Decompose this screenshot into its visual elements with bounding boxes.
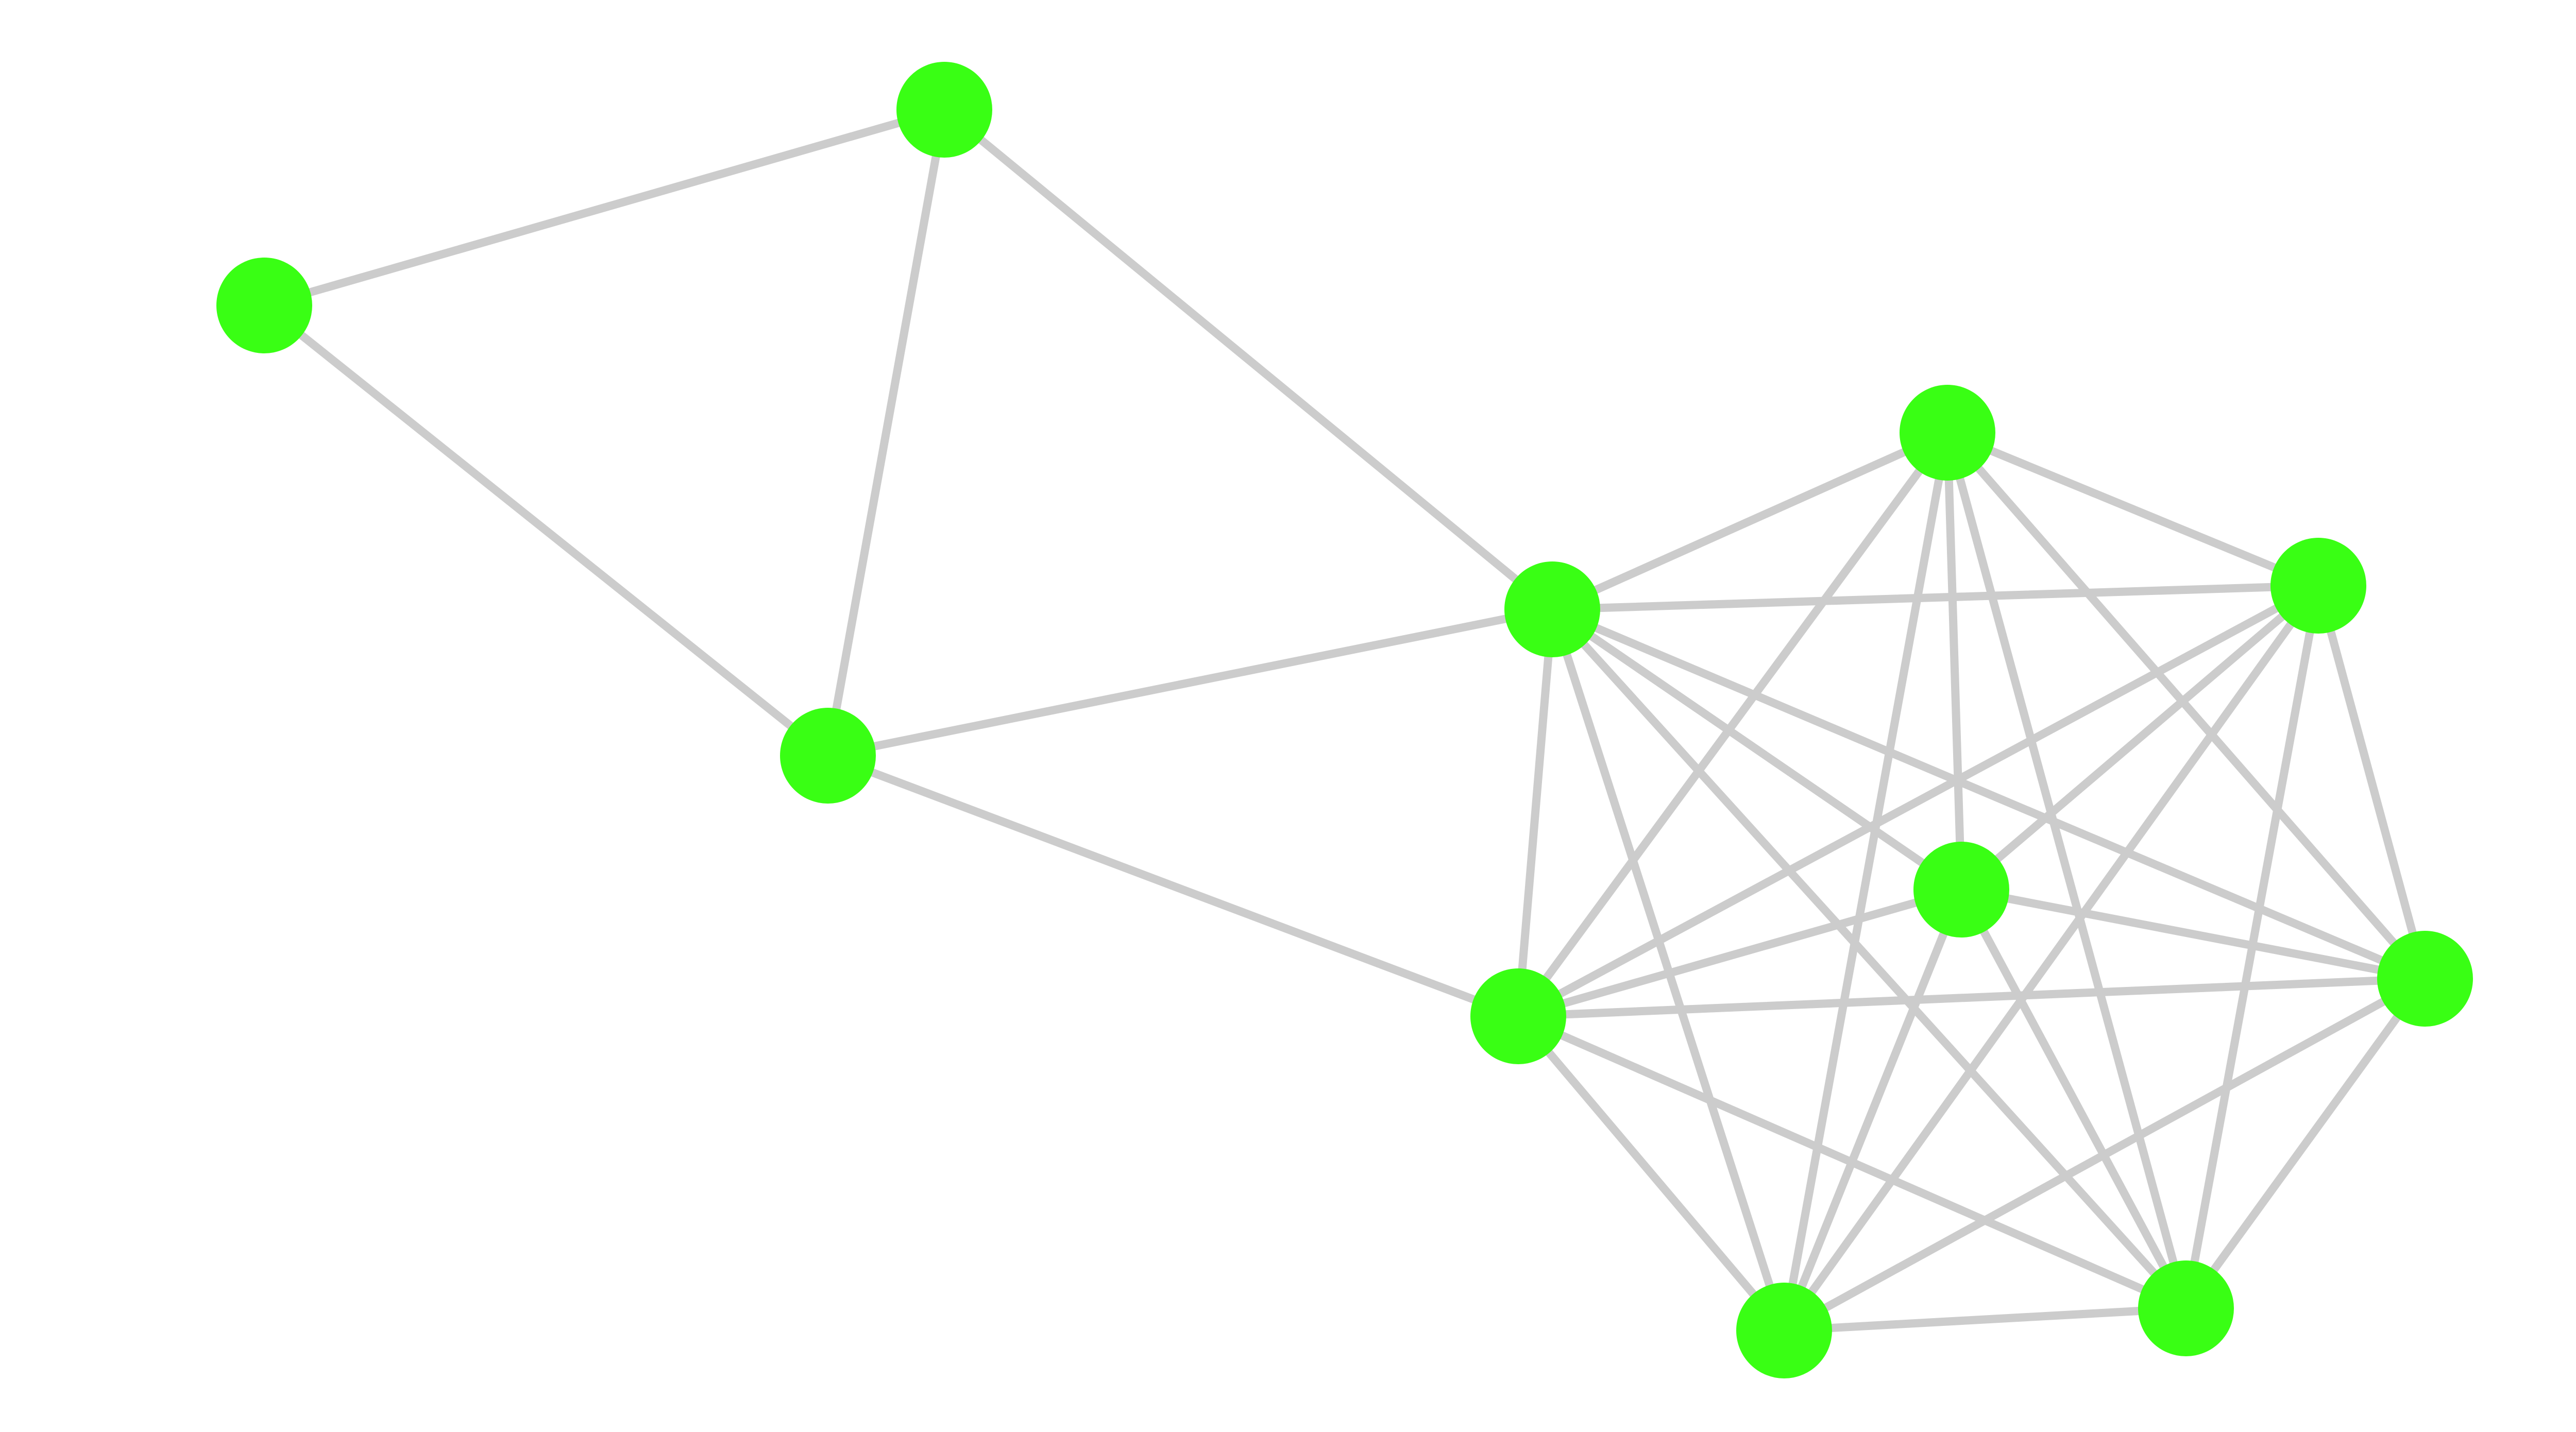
edge-n4-n6 <box>1514 582 2323 1020</box>
edge-n0-n1 <box>260 106 948 310</box>
edge-n3-n5 <box>1548 429 1952 613</box>
edge-n3-n10 <box>1548 605 2190 1312</box>
node-n10[interactable] <box>2138 1260 2234 1356</box>
node-n2[interactable] <box>780 708 876 804</box>
edge-n0-n2 <box>260 301 832 760</box>
edge-n8-n9 <box>1780 975 2429 1335</box>
node-n4[interactable] <box>1470 968 1566 1064</box>
edge-n1-n3 <box>940 106 1556 613</box>
edge-n4-n9 <box>1514 1012 1788 1335</box>
edge-n5-n8 <box>1943 429 2429 983</box>
edge-n7-n10 <box>1957 885 2190 1312</box>
edge-n7-n9 <box>1780 885 1965 1335</box>
graph-nodes <box>216 62 2473 1378</box>
edge-n4-n5 <box>1514 429 1952 1020</box>
node-n6[interactable] <box>2270 538 2366 634</box>
edge-n6-n8 <box>2314 582 2429 983</box>
edge-n3-n7 <box>1548 605 1965 894</box>
node-n7[interactable] <box>1913 842 2009 937</box>
node-n9[interactable] <box>1736 1283 1832 1378</box>
edge-n5-n6 <box>1943 429 2323 590</box>
graph-edges <box>260 106 2429 1335</box>
edge-n7-n8 <box>1957 885 2429 983</box>
edge-n9-n10 <box>1780 1304 2190 1335</box>
edge-n6-n9 <box>1780 582 2323 1335</box>
node-n5[interactable] <box>1900 385 1995 481</box>
node-n3[interactable] <box>1504 561 1600 657</box>
edge-n5-n9 <box>1780 429 1952 1335</box>
edge-n3-n6 <box>1548 582 2323 613</box>
edge-n8-n10 <box>2182 975 2429 1312</box>
edge-n4-n8 <box>1514 975 2429 1020</box>
node-n0[interactable] <box>216 258 312 353</box>
edge-n2-n3 <box>824 605 1556 760</box>
edge-n1-n2 <box>824 106 948 760</box>
node-n8[interactable] <box>2377 931 2473 1027</box>
node-n1[interactable] <box>896 62 992 158</box>
edge-n6-n7 <box>1957 582 2323 894</box>
edge-n2-n4 <box>824 752 1522 1020</box>
edge-n3-n4 <box>1514 605 1556 1020</box>
edge-n4-n7 <box>1514 885 1965 1020</box>
edge-n3-n8 <box>1548 605 2429 983</box>
edge-n5-n7 <box>1943 429 1965 894</box>
edge-n5-n10 <box>1943 429 2190 1312</box>
